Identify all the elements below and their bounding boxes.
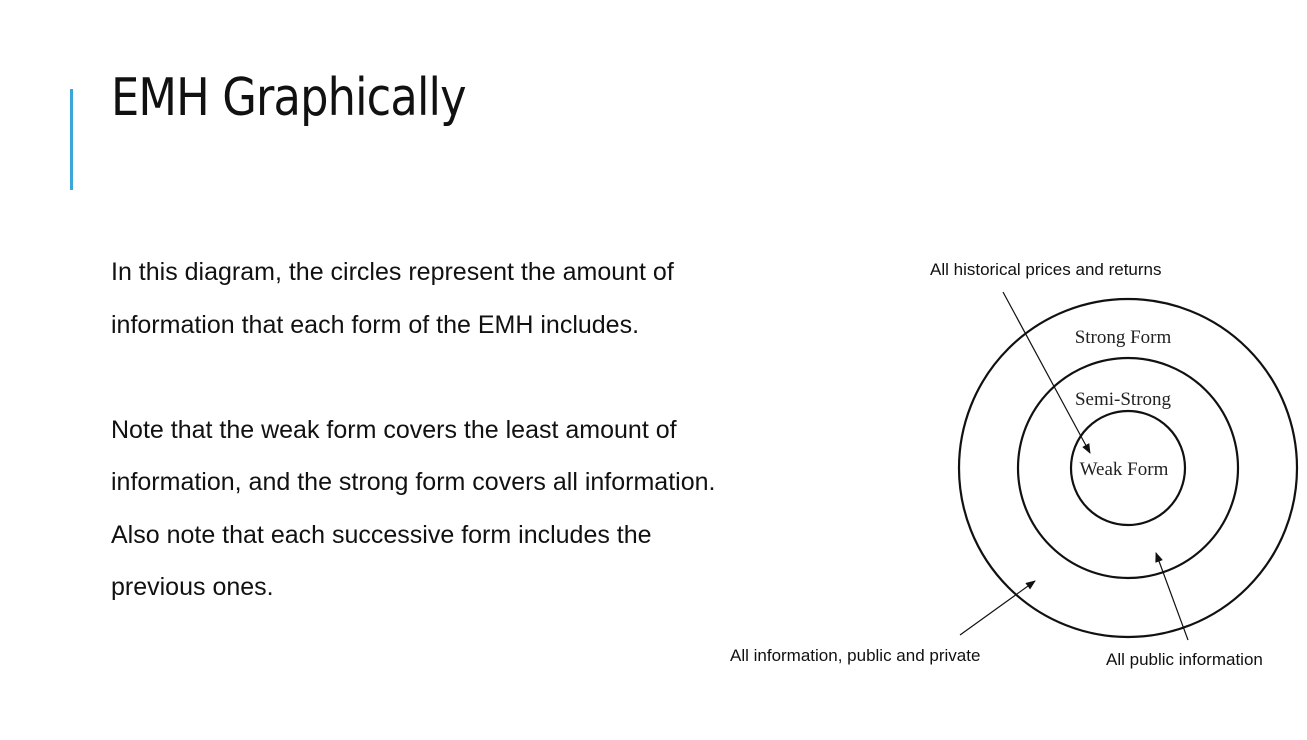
body-line: Note that the weak form covers the least… — [111, 415, 677, 444]
public-information-arrow — [1155, 552, 1189, 641]
strong-form-circle — [957, 297, 1299, 639]
historical-prices-annotation: All historical prices and returns — [930, 260, 1161, 279]
semi-strong-form-label: Semi-Strong — [1075, 389, 1172, 410]
emh-diagram: Strong Form Semi-Strong Weak Form All hi… — [700, 240, 1307, 700]
body-line: information, and the strong form covers … — [111, 468, 716, 496]
public-information-annotation: All public information — [1106, 650, 1263, 669]
strong-form-label: Strong Form — [1075, 327, 1172, 348]
body-line: information that each form of the EMH in… — [111, 310, 640, 339]
body-line: In this diagram, the circles represent t… — [111, 258, 674, 286]
weak-form-label: Weak Form — [1080, 459, 1169, 480]
slide-body: In this diagram, the circles represent t… — [111, 246, 801, 614]
historical-prices-arrow — [1002, 291, 1091, 454]
title-accent-bar — [70, 89, 73, 190]
emh-diagram-svg: Strong Form Semi-Strong Weak Form All hi… — [730, 260, 1299, 669]
body-line: Also note that each successive form incl… — [111, 520, 652, 549]
body-line: previous ones. — [111, 573, 274, 601]
all-information-annotation: All information, public and private — [730, 646, 980, 665]
slide-title: EMH Graphically — [111, 68, 467, 128]
paragraph-gap — [111, 351, 801, 404]
weak-form-circle — [1069, 409, 1187, 527]
all-information-arrow — [959, 580, 1036, 636]
semi-strong-form-circle — [1016, 356, 1240, 580]
